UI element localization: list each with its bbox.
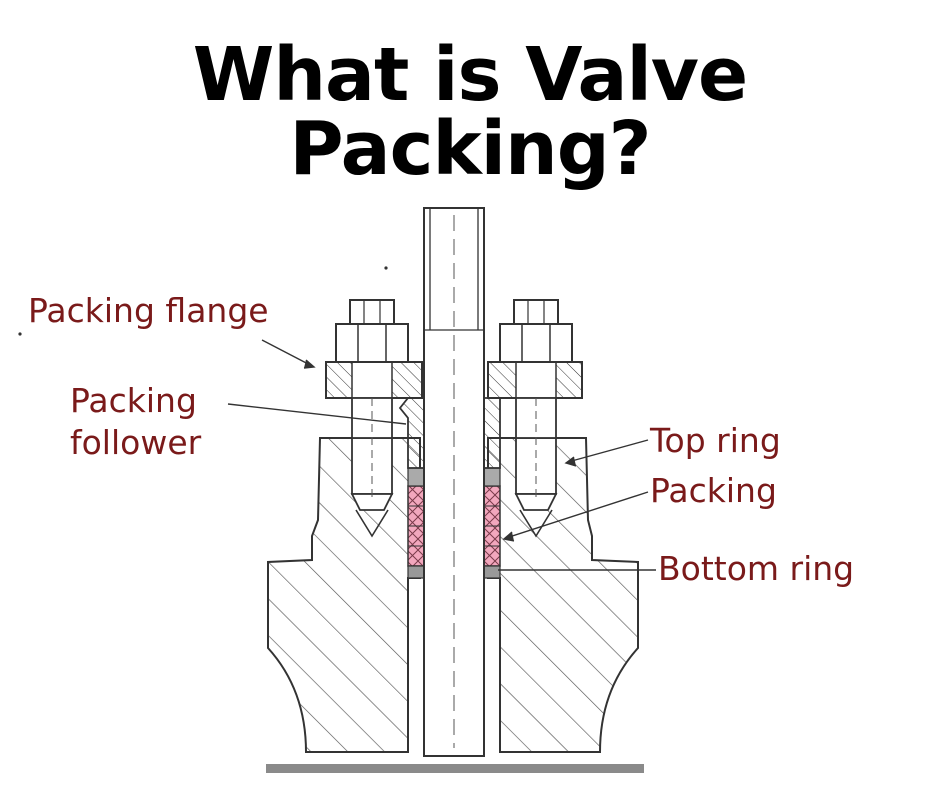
nut-right (499, 299, 573, 363)
top-ring-left (407, 467, 425, 487)
bottom-ring-left (407, 565, 425, 579)
label-packing: Packing (650, 471, 777, 510)
base-plate (266, 764, 644, 773)
label-top-ring: Top ring (650, 421, 781, 460)
valve-stem (423, 207, 485, 757)
label-packing-follower-line2: follower (70, 423, 202, 462)
label-packing-flange: Packing flange (28, 291, 269, 330)
page-title: What is Valve Packing? (192, 32, 749, 192)
bottom-ring-right (483, 565, 501, 579)
packing-follower-right (483, 397, 501, 469)
nut-left (335, 299, 409, 363)
label-packing-follower-line1: Packing (70, 381, 197, 420)
top-ring-right (483, 467, 501, 487)
valve-body-right (487, 437, 639, 753)
leader-lines (227, 339, 656, 571)
valve-body-left (267, 437, 421, 753)
label-bottom-ring: Bottom ring (658, 549, 855, 588)
